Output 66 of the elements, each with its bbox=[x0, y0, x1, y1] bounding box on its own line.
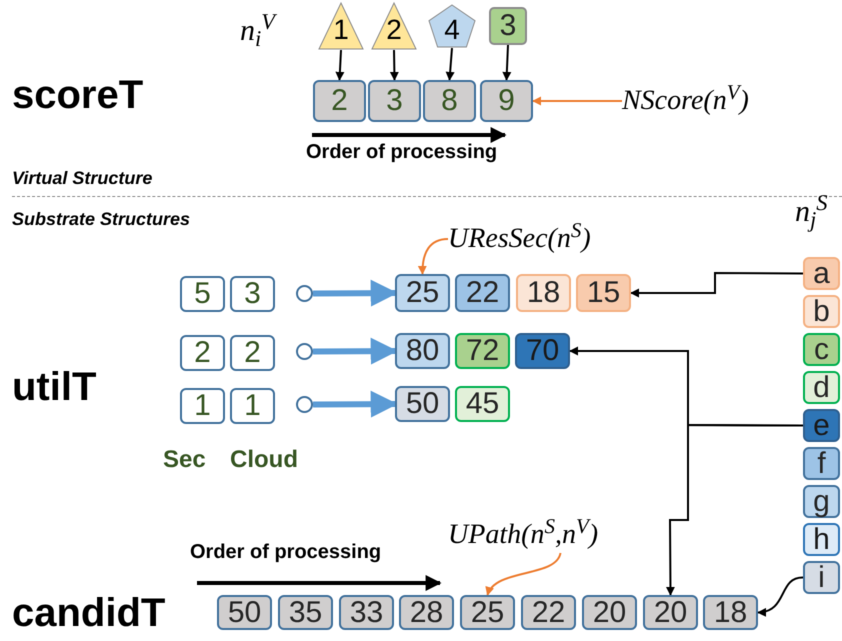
triangle-node bbox=[318, 2, 364, 50]
util-box: 22 bbox=[455, 274, 510, 312]
candidate-box: 20 bbox=[643, 595, 698, 630]
formula-label: NScore(n$^{V}$) bbox=[622, 82, 827, 120]
node-number: 2 bbox=[385, 16, 403, 44]
substrate-node-box: g bbox=[803, 485, 840, 518]
util-box: 70 bbox=[515, 333, 570, 369]
pentagon-node bbox=[428, 4, 476, 48]
triangle-node bbox=[371, 2, 417, 50]
column-label: Sec bbox=[163, 445, 206, 475]
candidate-box: 22 bbox=[521, 595, 576, 630]
util-box: 45 bbox=[455, 386, 510, 422]
arrow bbox=[666, 424, 803, 596]
substrate-node-box: a bbox=[803, 257, 840, 290]
util-box: 15 bbox=[576, 274, 631, 312]
formula-label: UPath(n$^{S}$,n$^{V}$) bbox=[448, 517, 673, 553]
axis-caption: Order of processing bbox=[190, 540, 382, 565]
node-number: 1 bbox=[332, 16, 350, 44]
arrow bbox=[446, 48, 455, 81]
substrate-node-box: i bbox=[803, 561, 840, 594]
sec-cloud-box: 1 bbox=[230, 388, 275, 424]
leader-arrow bbox=[486, 552, 562, 596]
table-title: scoreT bbox=[12, 72, 144, 119]
arrow bbox=[630, 272, 803, 298]
section-label: Virtual Structure bbox=[12, 167, 152, 190]
sec-cloud-box: 1 bbox=[180, 388, 225, 424]
score-box: 2 bbox=[313, 80, 366, 122]
sec-cloud-box: 3 bbox=[230, 276, 275, 312]
sec-cloud-box: 2 bbox=[180, 335, 225, 371]
util-box: 50 bbox=[395, 386, 450, 422]
score-box: 9 bbox=[480, 80, 533, 122]
util-box: 18 bbox=[516, 274, 571, 312]
candidate-box: 33 bbox=[339, 595, 394, 630]
substrate-node-box: f bbox=[803, 447, 840, 480]
arrow bbox=[502, 44, 512, 81]
score-box: 3 bbox=[368, 80, 421, 122]
candidate-box: 18 bbox=[703, 595, 758, 630]
util-box: 80 bbox=[395, 333, 450, 369]
score-box: 8 bbox=[423, 80, 476, 122]
arrow bbox=[757, 576, 804, 616]
sec-cloud-box: 2 bbox=[230, 335, 275, 371]
leader-arrow bbox=[418, 238, 448, 275]
sec-cloud-box: 5 bbox=[180, 276, 225, 312]
util-box: 25 bbox=[395, 274, 450, 312]
leader-arrow bbox=[532, 96, 622, 106]
table-title: candidT bbox=[12, 590, 166, 637]
candidate-box: 25 bbox=[460, 595, 515, 630]
column-label: Cloud bbox=[230, 445, 298, 475]
node-number: 4 bbox=[443, 16, 461, 44]
formula-label: UResSec(n$^{S}$) bbox=[448, 222, 653, 256]
table-title: utilT bbox=[12, 364, 96, 411]
substrate-node-box: b bbox=[803, 295, 840, 328]
candidate-box: 50 bbox=[217, 595, 272, 630]
substrate-node-box: c bbox=[803, 333, 840, 366]
arrow bbox=[390, 50, 399, 81]
candidate-box: 28 bbox=[399, 595, 454, 630]
section-label: Substrate Structures bbox=[12, 208, 190, 230]
substrate-node-box: h bbox=[803, 523, 840, 556]
candidate-box: 20 bbox=[582, 595, 637, 630]
arrow bbox=[335, 50, 344, 81]
substrate-node-box: d bbox=[803, 371, 840, 404]
util-box: 72 bbox=[455, 333, 510, 369]
square-node: 3 bbox=[489, 7, 527, 45]
candidate-box: 35 bbox=[278, 595, 333, 630]
axis-caption: Order of processing bbox=[306, 140, 498, 165]
substrate-node-box: e bbox=[803, 409, 840, 442]
